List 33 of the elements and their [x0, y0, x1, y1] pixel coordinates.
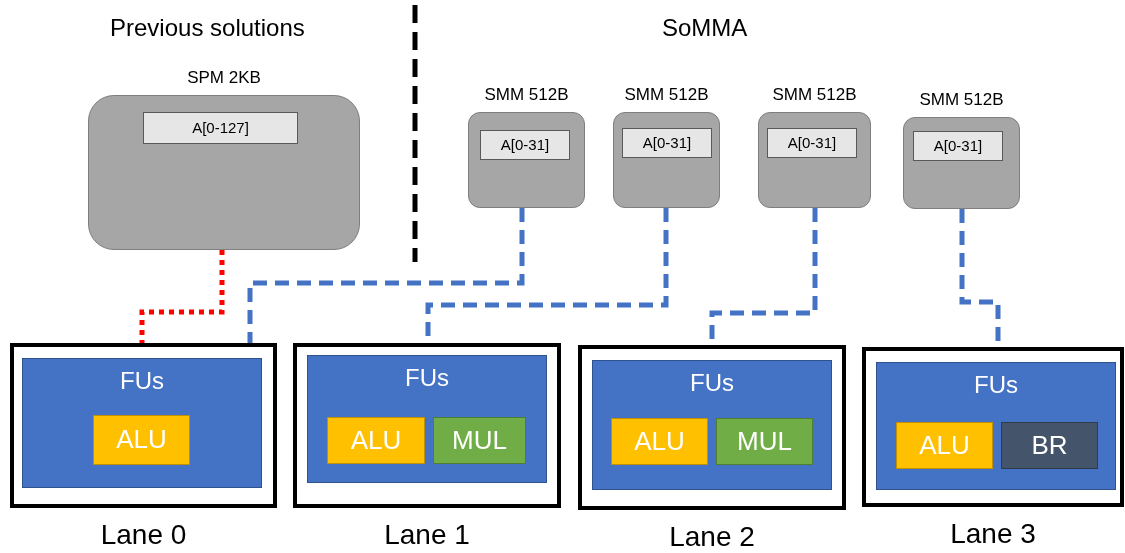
lane-label: Lane 1 — [384, 518, 470, 552]
alu-unit: ALU — [611, 418, 708, 465]
address-range-box: A[0-31] — [767, 128, 857, 158]
connection-line — [139, 250, 225, 343]
mul-unit: MUL — [716, 418, 813, 465]
functional-units-panel — [307, 355, 547, 483]
functional-units-panel — [592, 360, 832, 490]
memory-label: SPM 2KB — [187, 67, 261, 88]
address-range-box: A[0-31] — [480, 130, 570, 160]
panel-title: FUs — [405, 364, 449, 393]
memory-label: SMM 512B — [484, 84, 569, 105]
panel-title: FUs — [120, 367, 164, 396]
panel-title: FUs — [974, 371, 1018, 400]
memory-label: SMM 512B — [624, 84, 709, 105]
connection-line — [247, 208, 525, 343]
alu-unit: ALU — [327, 417, 425, 464]
lane-label: Lane 2 — [669, 520, 755, 553]
functional-units-panel — [22, 358, 262, 488]
mul-unit: MUL — [433, 417, 526, 464]
alu-unit: ALU — [896, 422, 993, 469]
section-heading: Previous solutions — [110, 14, 305, 42]
panel-title: FUs — [690, 369, 734, 398]
lane-label: Lane 3 — [950, 517, 1036, 551]
functional-units-panel — [876, 362, 1116, 490]
address-range-box: A[0-31] — [622, 128, 712, 158]
address-range-box: A[0-31] — [913, 131, 1003, 161]
branch-unit: BR — [1001, 422, 1098, 469]
memory-label: SMM 512B — [772, 84, 857, 105]
section-heading: SoMMA — [662, 14, 748, 42]
alu-unit: ALU — [93, 415, 190, 465]
memory-label: SMM 512B — [919, 89, 1004, 110]
lane-label: Lane 0 — [100, 518, 187, 552]
address-range-box: A[0-127] — [143, 112, 298, 144]
